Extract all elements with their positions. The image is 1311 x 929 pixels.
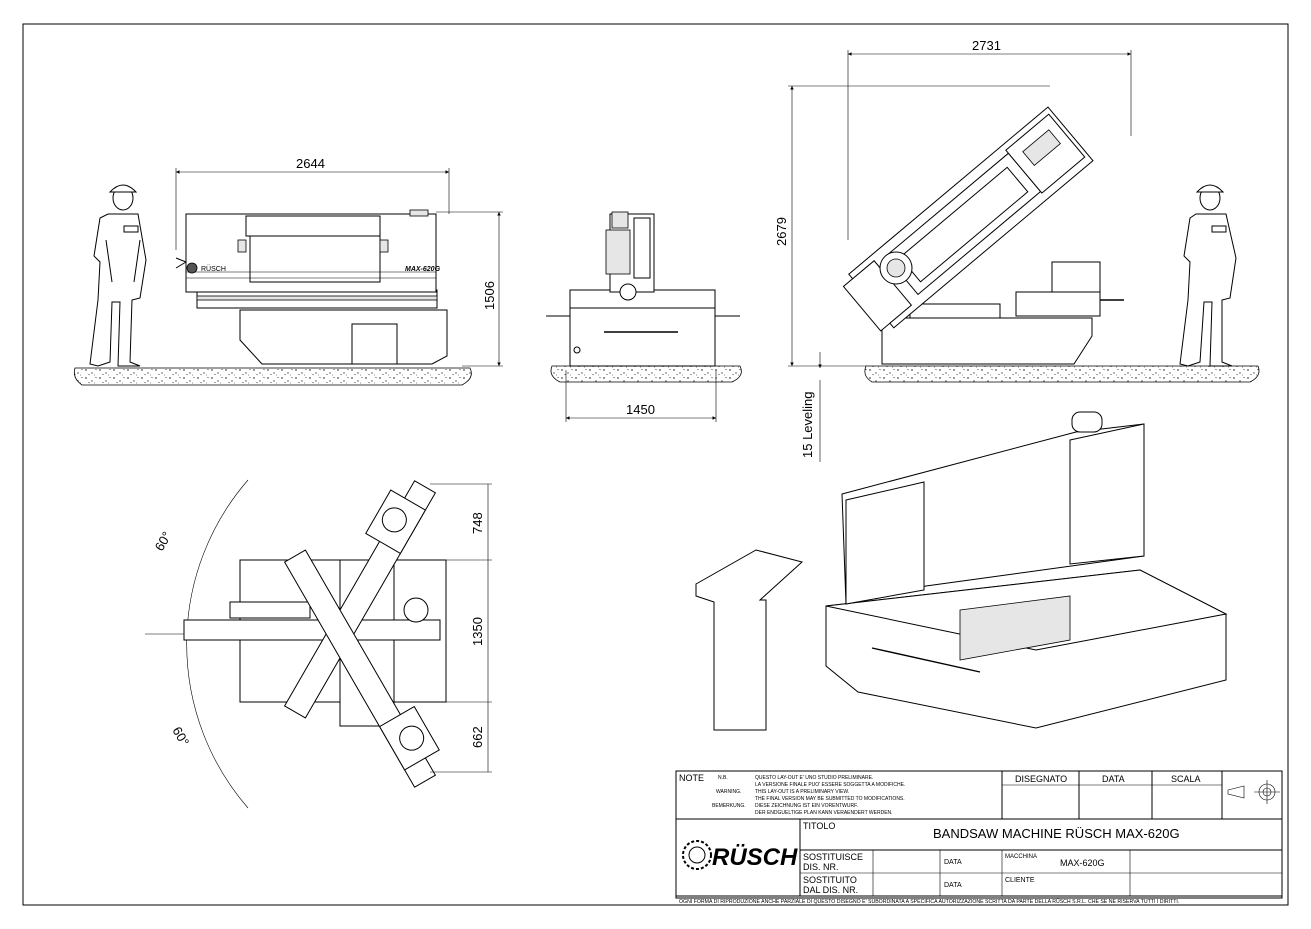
dim-leveling: 15 Leveling	[800, 392, 815, 459]
rusch-logo: RÜSCH	[682, 840, 798, 871]
dim-rotated-width: 2731	[972, 38, 1001, 53]
titolo-label: TITOLO	[803, 821, 835, 831]
front-view: RÜSCH MAX-620G 2644 1506	[73, 156, 503, 386]
worker-figure-left	[89, 184, 147, 367]
note-label: NOTE	[679, 773, 704, 783]
nb-text-1: QUESTO LAY-OUT E' UNO STUDIO PRELIMINARE…	[755, 775, 873, 781]
ground-rotated	[864, 365, 1260, 383]
nb-label: N.B.	[718, 775, 728, 781]
dim-rotated-height: 2679	[774, 217, 789, 246]
logo-text: RÜSCH	[712, 844, 798, 871]
warning-text-2: THE FINAL VERSION MAY BE SUBMITTED TO MO…	[755, 796, 905, 802]
projection-symbol	[1227, 780, 1280, 804]
sostituisce-label-2: DIS. NR.	[803, 862, 839, 872]
title-block: NOTE N.B. QUESTO LAY-OUT E' UNO STUDIO P…	[675, 770, 1283, 905]
data-label-2: DATA	[944, 859, 962, 866]
side-view: 1450	[546, 211, 742, 422]
plan-view: 60° 60° 748 1350 662	[145, 479, 492, 809]
macchina-value: MAX-620G	[1060, 858, 1105, 868]
macchina-label: MACCHINA	[1005, 854, 1037, 860]
warning-label: WARNING.	[716, 789, 741, 795]
disegnato-label: DISEGNATO	[1015, 774, 1067, 784]
sostituito-label-2: DAL DIS. NR.	[803, 885, 858, 895]
dim-front-height: 1506	[482, 281, 497, 310]
rotated-view: 2731 2679 15 Leveling	[774, 38, 1260, 462]
drawing-title: BANDSAW MACHINE RÜSCH MAX-620G	[933, 826, 1180, 841]
bemerkung-text-1: DIESE ZEICHNUNG IST EIN VORENTWURF.	[755, 803, 858, 809]
ground-side	[550, 365, 742, 383]
front-base	[239, 309, 448, 365]
model-plate-front: MAX-620G	[405, 266, 441, 273]
data-label: DATA	[1102, 774, 1125, 784]
data-label-3: DATA	[944, 882, 962, 889]
cliente-label: CLIENTE	[1005, 877, 1035, 884]
sostituito-label-1: SOSTITUITO	[803, 875, 857, 885]
worker-figure-right	[1179, 184, 1237, 367]
nb-text-2: LA VERSIONE FINALE PUO' ESSERE SOGGETTA …	[755, 782, 905, 788]
isometric-view	[695, 411, 1228, 731]
drawing-frame	[22, 23, 1289, 906]
footer-text: OGNI FORMA DI RIPRODUZIONE ANCHE PARZIAL…	[679, 898, 1179, 905]
dim-plan-mid: 1350	[470, 617, 485, 646]
bemerkung-label: BEMERKUNG.	[712, 803, 746, 809]
logo-sculpture	[695, 549, 804, 731]
angle-label-bottom: 60°	[169, 724, 192, 749]
angle-label-top: 60°	[152, 529, 175, 554]
warning-text-1: THIS LAY-OUT IS A PRELIMINARY VIEW.	[755, 789, 849, 795]
brand-plate-front: RÜSCH	[201, 265, 226, 273]
ground-front	[73, 367, 472, 386]
bemerkung-text-2: DER ENDGUELTIGE PLAN KANN VERAENDERT WER…	[755, 810, 893, 816]
scala-label: SCALA	[1171, 774, 1201, 784]
sostituisce-label-1: SOSTITUISCE	[803, 852, 863, 862]
dim-front-width: 2644	[296, 156, 325, 171]
dim-plan-bottom: 662	[470, 726, 485, 748]
dim-side-width: 1450	[626, 402, 655, 417]
dim-plan-top: 748	[470, 512, 485, 534]
